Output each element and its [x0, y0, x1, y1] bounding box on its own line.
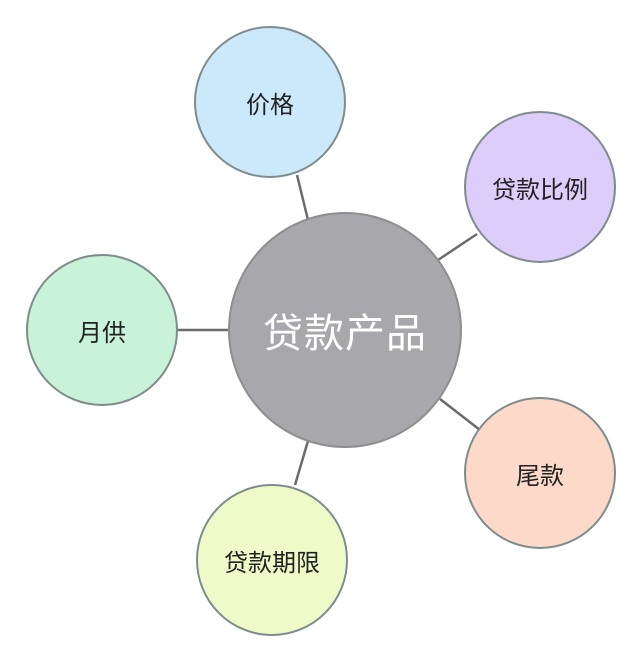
- node-balloon-payment: 尾款: [464, 397, 616, 549]
- center-node: 贷款产品: [228, 212, 462, 448]
- node-loan-term: 贷款期限: [196, 484, 348, 636]
- node-label: 月供: [78, 318, 126, 347]
- connector-loan-term: [293, 440, 310, 486]
- center-label: 贷款产品: [263, 311, 427, 357]
- node-label: 尾款: [516, 461, 564, 490]
- node-label: 贷款比例: [492, 175, 588, 204]
- node-label: 贷款期限: [224, 548, 320, 577]
- node-price: 价格: [194, 26, 346, 178]
- node-label: 价格: [246, 90, 294, 119]
- connector-price: [295, 174, 310, 221]
- connector-loan-ratio: [437, 232, 478, 262]
- node-loan-ratio: 贷款比例: [464, 111, 616, 263]
- connector-balloon-payment: [439, 398, 481, 431]
- node-monthly-payment: 月供: [26, 254, 178, 406]
